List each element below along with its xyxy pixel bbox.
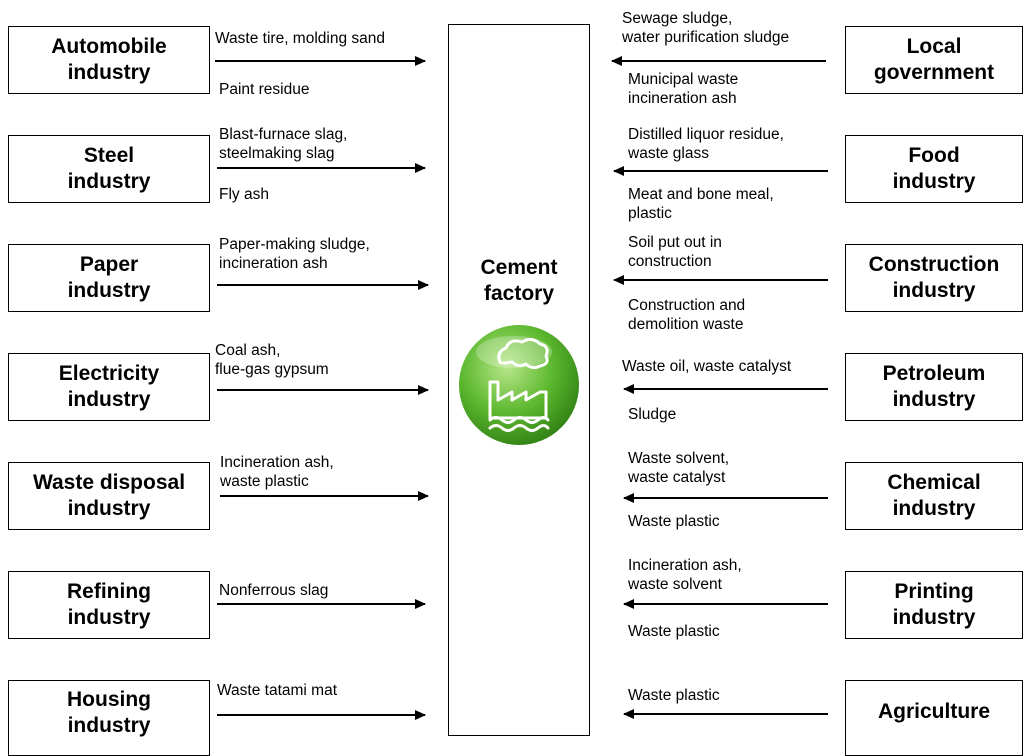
industry-box-printing: Printing industry	[845, 571, 1023, 639]
industry-label: Paper industry	[67, 253, 151, 302]
waste-label: Waste plastic	[628, 513, 720, 530]
industry-box-construction: Construction industry	[845, 244, 1023, 312]
waste-label: Paint residue	[219, 81, 310, 98]
waste-label: Incineration ash, waste plastic	[220, 454, 334, 490]
industry-label: Refining industry	[67, 580, 151, 629]
flow-arrow	[217, 280, 429, 290]
waste-label: Blast-furnace slag, steelmaking slag	[219, 126, 348, 162]
cement-factory-label: Cement factory	[480, 256, 558, 305]
factory-smoke-icon	[459, 325, 579, 445]
waste-label: Incineration ash, waste solvent	[628, 557, 742, 593]
waste-label: Waste plastic	[628, 687, 720, 704]
flow-arrow	[623, 493, 828, 503]
industry-label: Electricity industry	[58, 362, 160, 411]
flow-arrow	[215, 56, 426, 66]
industry-box-housing: Housing industry	[8, 680, 210, 756]
flow-arrow	[611, 56, 826, 66]
waste-label: Fly ash	[219, 186, 269, 203]
waste-label: Coal ash, flue-gas gypsum	[215, 342, 329, 378]
flow-arrow	[623, 709, 828, 719]
industry-label: Printing industry	[892, 580, 976, 629]
flow-arrow	[623, 599, 828, 609]
industry-label: Petroleum industry	[882, 362, 986, 411]
waste-label: Sludge	[628, 406, 677, 423]
industry-box-waste-disposal: Waste disposal industry	[8, 462, 210, 530]
waste-label: Municipal waste incineration ash	[628, 71, 739, 107]
waste-label: Waste solvent, waste catalyst	[628, 450, 730, 486]
industry-label: Construction industry	[868, 253, 1000, 302]
industry-label: Automobile industry	[51, 35, 167, 84]
industry-box-electricity: Electricity industry	[8, 353, 210, 421]
industry-label: Chemical industry	[887, 471, 981, 520]
industry-label: Waste disposal industry	[32, 471, 186, 520]
industry-box-steel: Steel industry	[8, 135, 210, 203]
industry-box-automobile: Automobile industry	[8, 26, 210, 94]
waste-label: Construction and demolition waste	[628, 297, 746, 333]
waste-label: Meat and bone meal, plastic	[628, 186, 774, 222]
flow-arrow	[220, 491, 429, 501]
industry-box-chemical: Chemical industry	[845, 462, 1023, 530]
industry-box-paper: Paper industry	[8, 244, 210, 312]
industry-label: Local government	[873, 35, 995, 84]
industry-box-local-government: Local government	[845, 26, 1023, 94]
flow-arrow	[217, 385, 429, 395]
flow-arrow	[217, 163, 426, 173]
industry-box-agriculture: Agriculture	[845, 680, 1023, 756]
waste-label: Distilled liquor residue, waste glass	[628, 126, 784, 162]
industry-label: Steel industry	[67, 144, 151, 193]
flow-arrow	[613, 166, 828, 176]
flow-arrow	[217, 710, 426, 720]
waste-label: Sewage sludge, water purification sludge	[622, 10, 790, 46]
waste-label: Waste tatami mat	[217, 682, 338, 699]
waste-label: Waste oil, waste catalyst	[622, 358, 792, 375]
industry-box-refining: Refining industry	[8, 571, 210, 639]
industry-label: Food industry	[892, 144, 976, 193]
waste-label: Waste plastic	[628, 623, 720, 640]
flow-arrow	[613, 275, 828, 285]
industry-box-food: Food industry	[845, 135, 1023, 203]
waste-label: Waste tire, molding sand	[215, 30, 386, 47]
waste-label: Soil put out in construction	[628, 234, 722, 270]
flow-arrow	[623, 384, 828, 394]
flow-arrow	[217, 599, 426, 609]
waste-label: Paper-making sludge, incineration ash	[219, 236, 370, 272]
industry-label: Housing industry	[67, 688, 151, 737]
industry-label: Agriculture	[877, 700, 990, 723]
industry-box-petroleum: Petroleum industry	[845, 353, 1023, 421]
waste-label: Nonferrous slag	[219, 582, 329, 599]
